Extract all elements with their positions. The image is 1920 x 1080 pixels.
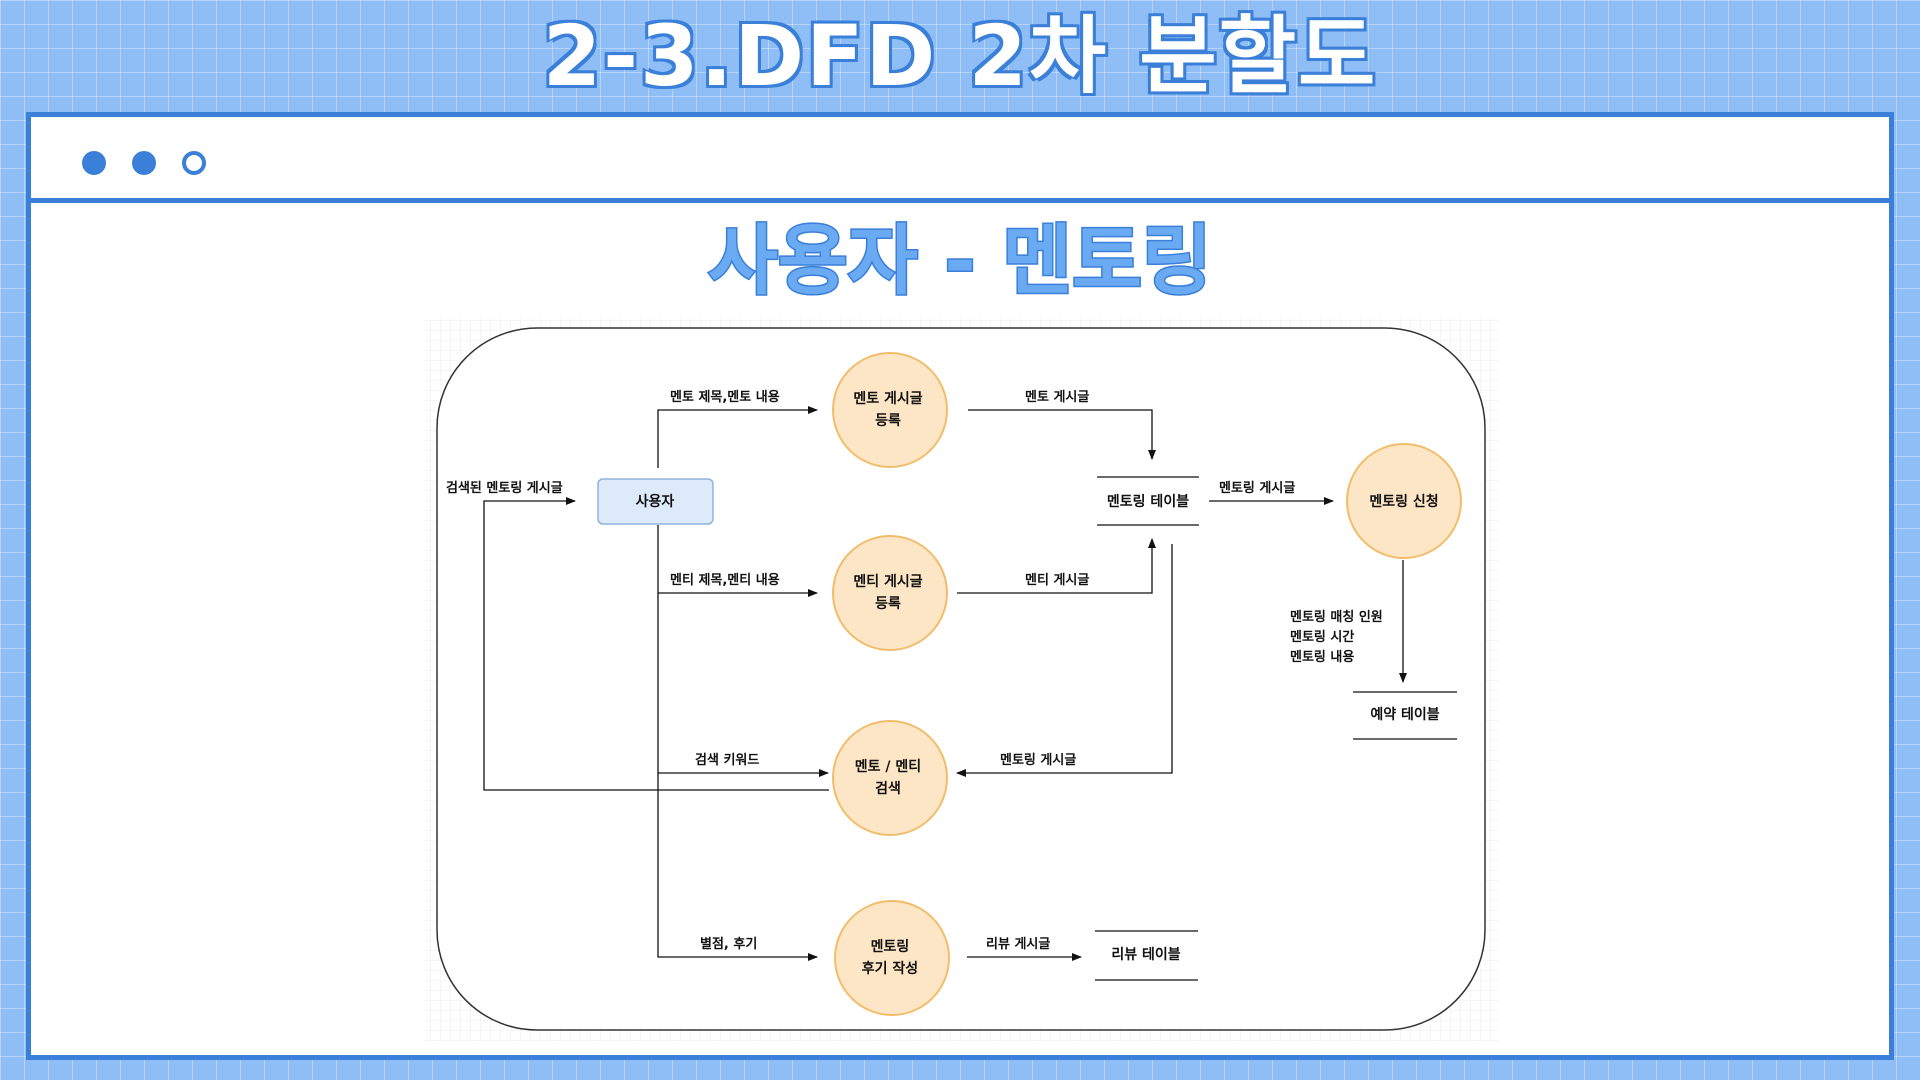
process-review: 멘토링 후기 작성	[834, 900, 950, 1016]
flow-rating-line	[657, 593, 817, 958]
store-reservation: 예약 테이블	[1353, 691, 1457, 740]
flow-mentor-input-label: 멘토 제목,멘토 내용	[670, 389, 780, 405]
flow-mentee-post-label: 멘티 게시글	[1025, 572, 1089, 588]
flow-mentee-post-line	[957, 538, 1156, 594]
flow-mentor-input-line	[657, 406, 818, 468]
store-review: 리뷰 테이블	[1095, 930, 1198, 981]
store-review-label: 리뷰 테이블	[1111, 946, 1180, 963]
process-review-line2: 후기 작성	[862, 960, 918, 977]
window-dot-filled-2	[132, 151, 156, 175]
flow-mentee-input-label: 멘티 제목,멘티 내용	[670, 572, 780, 588]
flow-rating-label: 별점, 후기	[700, 936, 757, 952]
flow-mentor-post-label: 멘토 게시글	[1025, 389, 1089, 405]
flow-mentoring-post-out-label: 멘토링 게시글	[1219, 480, 1295, 496]
window-dot-filled-1	[82, 151, 106, 175]
store-reservation-label: 예약 테이블	[1370, 706, 1439, 723]
flow-reservation-label-1: 멘토링 매칭 인원	[1290, 609, 1383, 625]
window-titlebar	[31, 117, 1889, 203]
process-mentee-post-line2: 등록	[875, 596, 901, 612]
process-search-line2: 검색	[875, 780, 901, 797]
process-search-line1: 멘토 / 멘티	[855, 759, 921, 775]
window-dot-outline	[182, 151, 206, 175]
slide-title: 2-3.DFD 2차 분할도	[541, 6, 1378, 107]
process-mentor-post-line1: 멘토 게시글	[853, 391, 922, 407]
diagram-subtitle: 사용자 - 멘토링	[707, 215, 1214, 307]
flow-keyword-label: 검색 키워드	[695, 753, 759, 768]
system-boundary	[436, 327, 1486, 1031]
process-review-line1: 멘토링	[871, 938, 910, 955]
process-apply-label: 멘토링 신청	[1369, 493, 1438, 510]
flow-searched-posts-label: 검색된 멘토링 게시글	[446, 480, 563, 496]
flow-reservation-label-3: 멘토링 내용	[1290, 649, 1354, 665]
process-mentor-post-line2: 등록	[875, 413, 901, 429]
flow-mentor-post-line	[968, 409, 1156, 460]
store-mentoring: 멘토링 테이블	[1097, 476, 1199, 526]
store-mentoring-label: 멘토링 테이블	[1107, 493, 1189, 510]
entity-user	[597, 478, 714, 525]
flow-reservation-label-2: 멘토링 시간	[1290, 629, 1354, 645]
flow-searched-posts-line	[483, 497, 829, 791]
process-search: 멘토 / 멘티 검색	[832, 720, 948, 836]
entity-user-label: 사용자	[636, 494, 675, 510]
process-mentee-post-line1: 멘티 게시글	[853, 574, 922, 590]
process-apply: 멘토링 신청	[1346, 443, 1462, 559]
flow-review-post-label: 리뷰 게시글	[986, 936, 1050, 952]
flow-search-post-line	[956, 544, 1173, 777]
flow-search-post-label: 멘토링 게시글	[1000, 752, 1076, 768]
process-mentee-post: 멘티 게시글 등록	[832, 535, 948, 651]
process-mentor-post: 멘토 게시글 등록	[832, 352, 948, 468]
